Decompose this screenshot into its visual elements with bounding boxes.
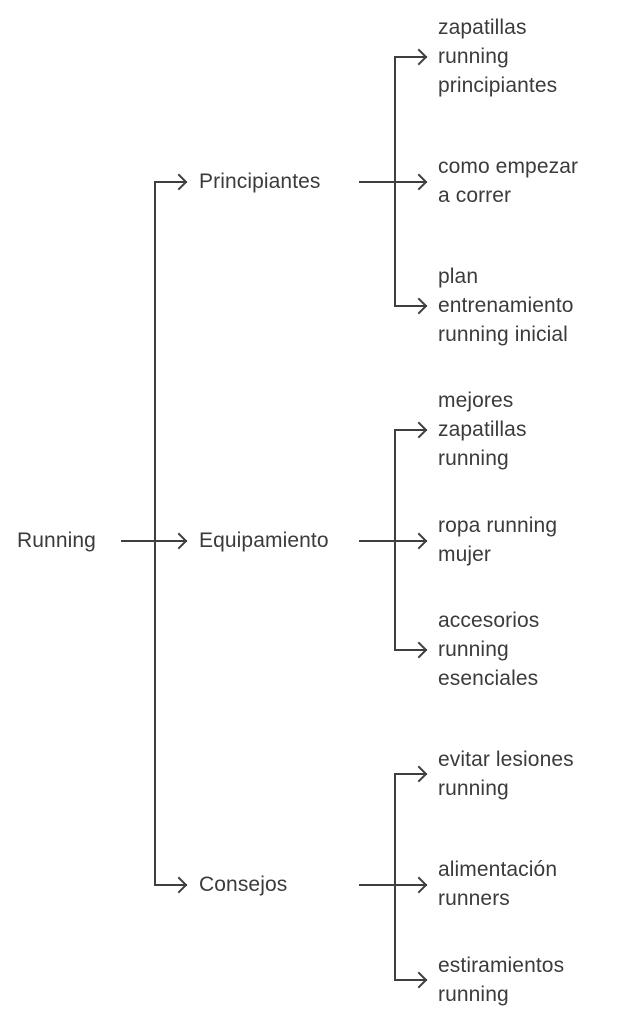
arrow-head-icon [417,765,428,783]
leaf-node: como empezar a correr [438,155,579,207]
arrow-head-icon [177,532,188,550]
category-principiantes: Principiantes [199,170,321,193]
arrow-head-icon [417,173,428,191]
arrow-head-icon [417,876,428,894]
arrow-head-icon [177,173,188,191]
arrow-head-icon [177,876,188,894]
leaf-node: alimentación runners [438,858,558,910]
arrow-head-icon [417,421,428,439]
arrow-head-icon [417,532,428,550]
arrow-head-icon [417,641,428,659]
category-consejos: Consejos [199,873,288,896]
leaf-node: plan entrenamiento running inicial [438,265,574,346]
leaf-node: ropa running mujer [438,514,558,566]
arrow-head-icon [417,48,428,66]
category-equipamiento: Equipamiento [199,529,329,552]
root-node: Running [17,529,96,552]
arrow-head-icon [417,971,428,989]
leaf-node: evitar lesiones running [438,748,574,800]
leaf-node: estiramientos running [438,954,565,1006]
leaf-node: mejores zapatillas running [438,389,527,470]
leaf-node: zapatillas running principiantes [438,16,558,97]
arrow-head-icon [417,297,428,315]
leaf-node: accesorios running esenciales [438,609,540,690]
